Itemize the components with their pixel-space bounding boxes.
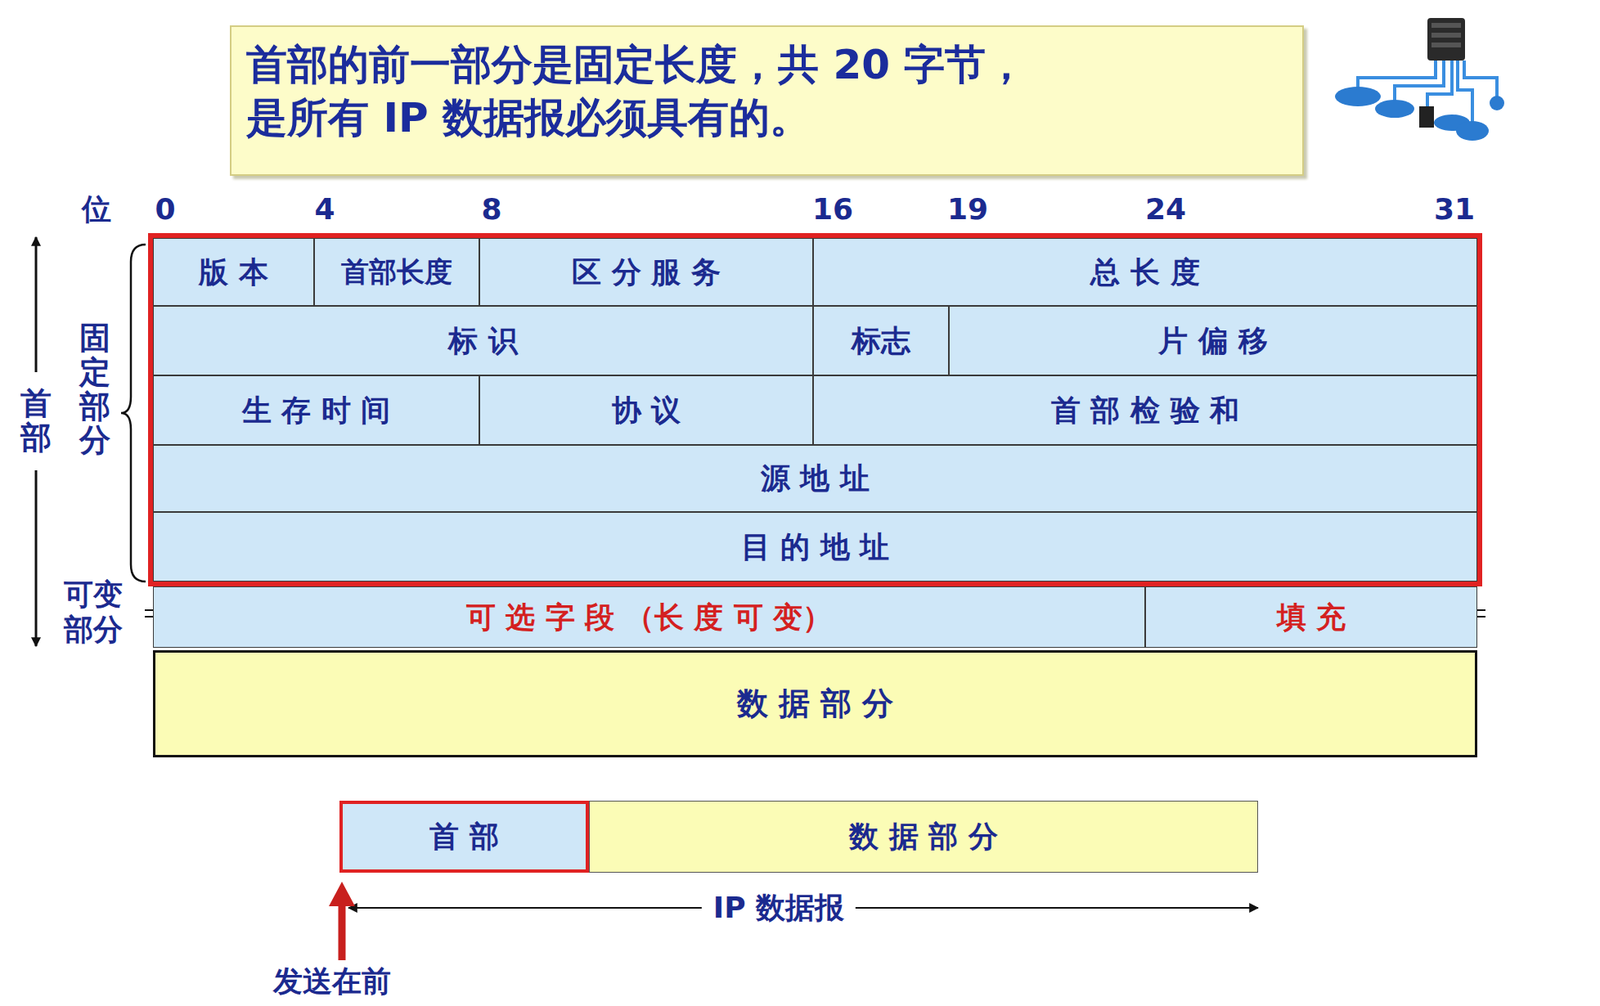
- field-label: 数 据 部 分: [737, 685, 895, 724]
- fixed-part-label: 固定部分: [79, 321, 111, 459]
- field-label: 首部长度: [341, 255, 453, 289]
- field-label: 填 充: [1276, 599, 1347, 635]
- field-cell: 协 议: [479, 375, 814, 445]
- bit-number: 31: [1433, 191, 1475, 227]
- send-first-arrow: [328, 881, 356, 961]
- field-cell: 版 本: [152, 238, 315, 306]
- fixed-part-outline: [150, 235, 1480, 585]
- title-text: 首部的前一部分是固定长度，共 20 字节， 是所有 IP 数据报必须具有的。: [246, 38, 1032, 145]
- bit-number: 19: [947, 191, 989, 227]
- field-label: 目 的 地 址: [741, 529, 890, 565]
- field-cell: 源 地 址: [152, 444, 1478, 513]
- option-cell: 可 选 字 段 （长 度 可 变）: [152, 586, 1146, 648]
- field-label: 标 识: [448, 323, 518, 359]
- field-label: 首 部: [429, 818, 499, 854]
- variable-part-label: 可变 部分: [60, 576, 126, 648]
- field-cell: 区 分 服 务: [479, 238, 814, 306]
- header-arrow-up: [35, 237, 38, 373]
- header-box: 首 部: [339, 800, 589, 873]
- field-cell: 标志: [813, 305, 949, 376]
- data-box: 数 据 部 分: [588, 800, 1259, 873]
- field-label: 区 分 服 务: [571, 254, 721, 290]
- title-box: 首部的前一部分是固定长度，共 20 字节， 是所有 IP 数据报必须具有的。: [229, 25, 1304, 176]
- bit-label: 位: [81, 191, 112, 227]
- network-icon: [1334, 17, 1505, 141]
- bit-number: 4: [314, 191, 335, 227]
- datagram-label: IP 数据报: [701, 889, 856, 926]
- field-cell: 目 的 地 址: [152, 512, 1478, 582]
- field-label: 首 部 检 验 和: [1051, 392, 1240, 428]
- brace: [121, 244, 146, 582]
- send-first-label: 发送在前: [273, 963, 392, 999]
- field-label: 可 选 字 段 （长 度 可 变）: [466, 599, 833, 635]
- field-label: 源 地 址: [760, 460, 870, 496]
- header-arrow-down: [35, 470, 38, 647]
- padding-cell: 填 充: [1145, 586, 1478, 648]
- field-label: 版 本: [198, 254, 269, 290]
- field-cell: 标 识: [152, 305, 814, 376]
- bit-number: 0: [154, 191, 176, 227]
- field-cell: 首 部 检 验 和: [813, 375, 1478, 445]
- bit-number: 16: [812, 191, 854, 227]
- field-label: 数 据 部 分: [849, 818, 998, 854]
- field-cell: 片 偏 移: [948, 305, 1478, 376]
- bit-number: 8: [480, 191, 502, 227]
- field-label: 标志: [851, 323, 911, 359]
- header-label: 首部: [20, 386, 52, 456]
- field-cell: 总 长 度: [813, 238, 1478, 306]
- field-label: 片 偏 移: [1158, 323, 1268, 359]
- field-cell: 生 存 时 间: [152, 375, 480, 445]
- data-part: 数 据 部 分: [152, 650, 1478, 758]
- field-label: 生 存 时 间: [242, 392, 392, 428]
- bit-number: 24: [1145, 191, 1187, 227]
- field-cell: 首部长度: [314, 238, 480, 306]
- field-label: 协 议: [611, 392, 682, 428]
- field-label: 总 长 度: [1090, 254, 1200, 290]
